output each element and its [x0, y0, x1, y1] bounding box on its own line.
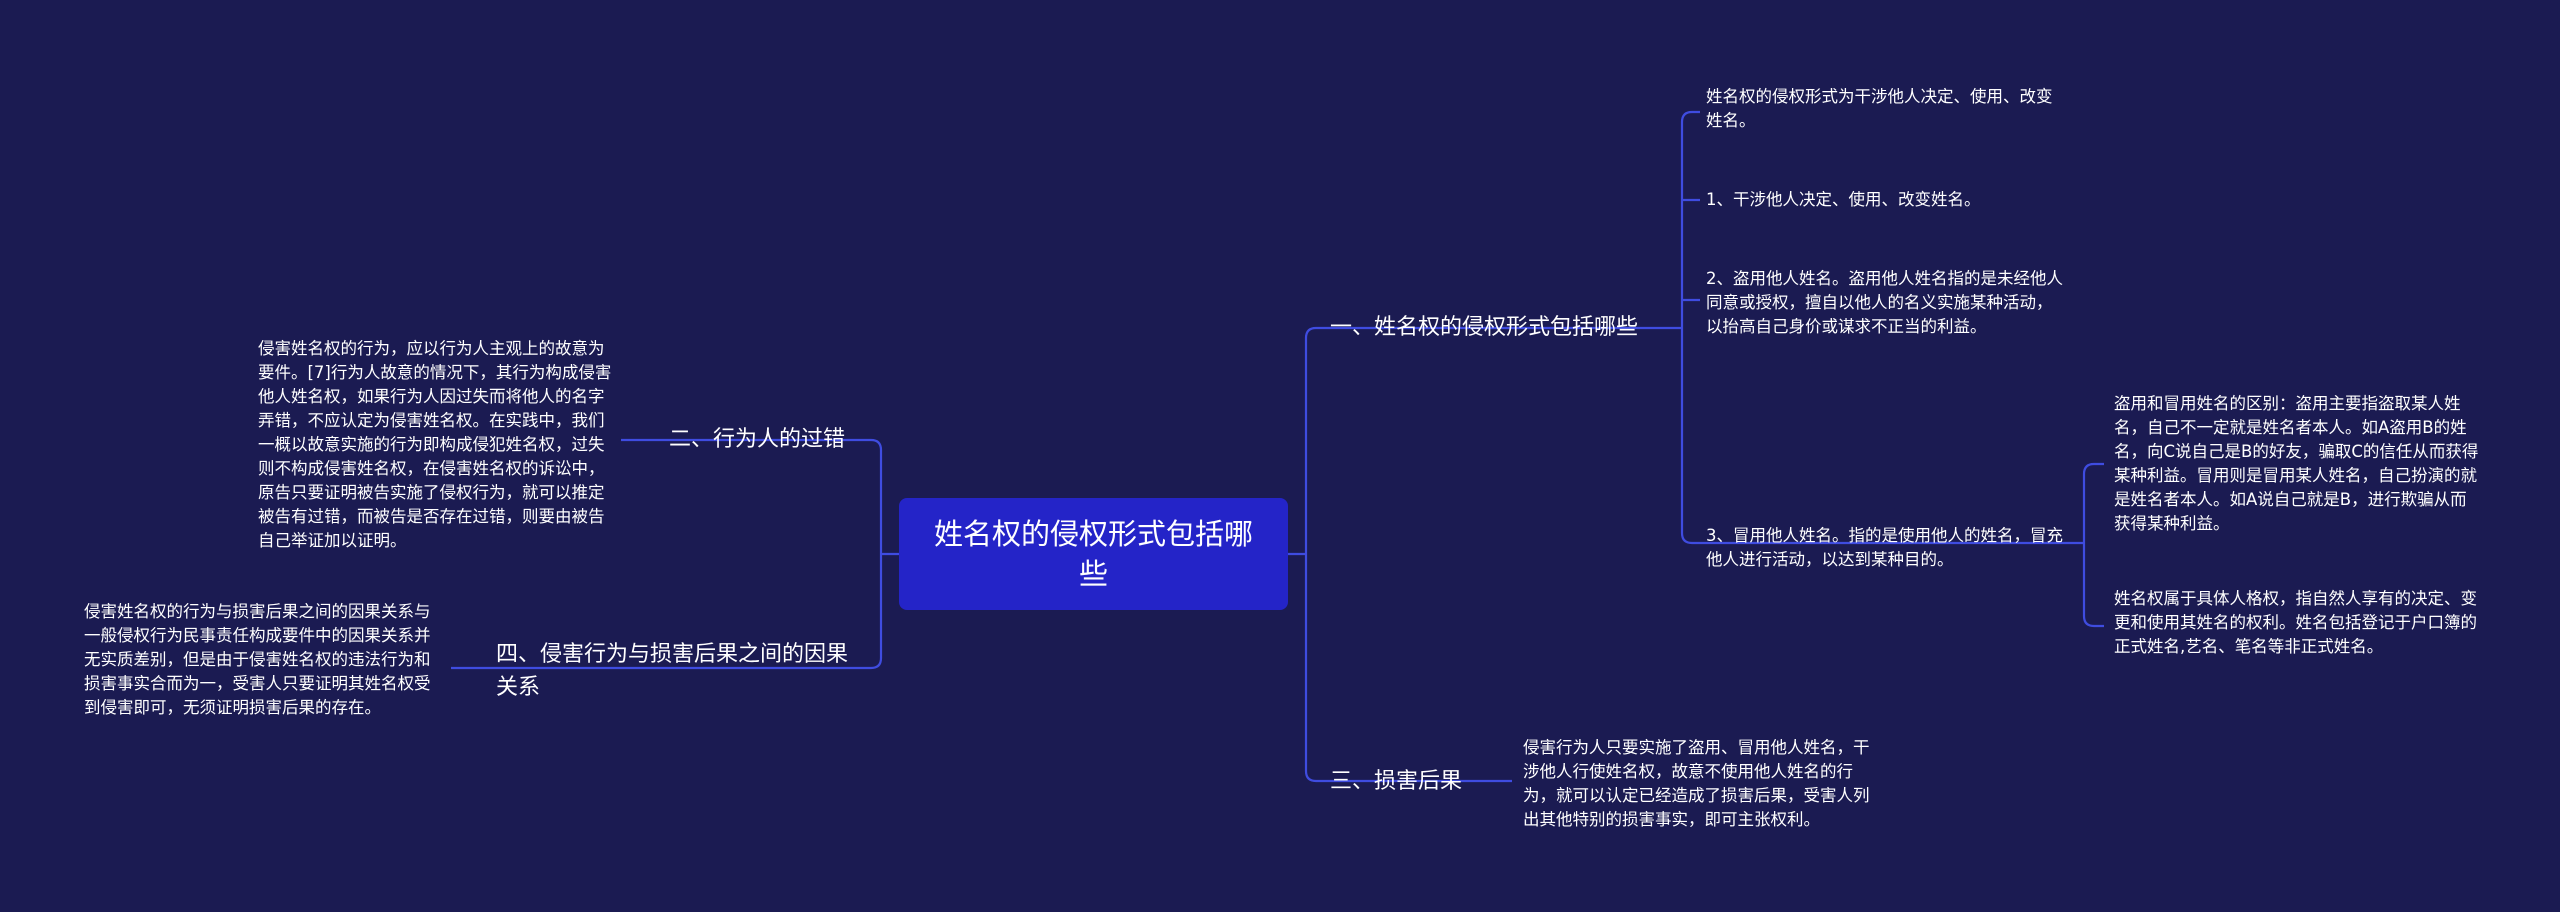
leaf-b1-intro-text: 姓名权的侵权形式为干涉他人决定、使用、改变姓名。	[1706, 87, 2053, 130]
root-node[interactable]: 姓名权的侵权形式包括哪些	[899, 498, 1288, 610]
branch-node-3[interactable]: 三、损害后果	[1330, 765, 1462, 798]
leaf-b1-item2-text: 2、盗用他人姓名。盗用他人姓名指的是未经他人同意或授权，擅自以他人的名义实施某种…	[1706, 269, 2063, 336]
leaf-item3-diff[interactable]: 盗用和冒用姓名的区别：盗用主要指盗取某人姓名，自己不一定就是姓名者本人。如A盗用…	[2114, 392, 2480, 536]
leaf-b1-item1-text: 1、干涉他人决定、使用、改变姓名。	[1706, 190, 1981, 209]
leaf-b4-child-text: 侵害姓名权的行为与损害后果之间的因果关系与一般侵权行为民事责任构成要件中的因果关…	[84, 602, 431, 717]
branch-4-title: 四、侵害行为与损害后果之间的因果关系	[496, 642, 849, 700]
leaf-b4-child[interactable]: 侵害姓名权的行为与损害后果之间的因果关系与一般侵权行为民事责任构成要件中的因果关…	[84, 600, 446, 720]
connector-item3-children	[1700, 462, 2104, 628]
connector-b1-children	[1326, 110, 1700, 545]
leaf-item3-scope[interactable]: 姓名权属于具体人格权，指自然人享有的决定、变更和使用其姓名的权利。姓名包括登记于…	[2114, 587, 2480, 659]
leaf-b3-child[interactable]: 侵害行为人只要实施了盗用、冒用他人姓名，干涉他人行使姓名权，故意不使用他人姓名的…	[1523, 736, 1885, 832]
branch-node-1[interactable]: 一、姓名权的侵权形式包括哪些	[1330, 311, 1638, 344]
leaf-item3-scope-text: 姓名权属于具体人格权，指自然人享有的决定、变更和使用其姓名的权利。姓名包括登记于…	[2114, 589, 2477, 656]
leaf-b1-intro[interactable]: 姓名权的侵权形式为干涉他人决定、使用、改变姓名。	[1706, 85, 2068, 133]
leaf-item3-diff-text: 盗用和冒用姓名的区别：盗用主要指盗取某人姓名，自己不一定就是姓名者本人。如A盗用…	[2114, 394, 2479, 533]
branch-node-2[interactable]: 二、行为人的过错	[669, 423, 845, 456]
branch-2-title: 二、行为人的过错	[669, 427, 846, 452]
leaf-b2-child-text: 侵害姓名权的行为，应以行为人主观上的故意为要件。[7]行为人故意的情况下，其行为…	[258, 339, 612, 550]
root-title: 姓名权的侵权形式包括哪些	[933, 517, 1253, 591]
connector-root-left	[860, 438, 899, 670]
leaf-b1-item1[interactable]: 1、干涉他人决定、使用、改变姓名。	[1706, 188, 2068, 212]
branch-1-title: 一、姓名权的侵权形式包括哪些	[1330, 315, 1639, 340]
leaf-b1-item3-text: 3、冒用他人姓名。指的是使用他人的姓名，冒充他人进行活动，以达到某种目的。	[1706, 526, 2063, 569]
leaf-b1-item2[interactable]: 2、盗用他人姓名。盗用他人姓名指的是未经他人同意或授权，擅自以他人的名义实施某种…	[1706, 267, 2068, 339]
connector-root-right	[1288, 326, 1326, 783]
leaf-b3-child-text: 侵害行为人只要实施了盗用、冒用他人姓名，干涉他人行使姓名权，故意不使用他人姓名的…	[1523, 738, 1870, 829]
leaf-b2-child[interactable]: 侵害姓名权的行为，应以行为人主观上的故意为要件。[7]行为人故意的情况下，其行为…	[258, 337, 620, 553]
branch-3-title: 三、损害后果	[1330, 769, 1463, 794]
branch-node-4[interactable]: 四、侵害行为与损害后果之间的因果关系	[496, 638, 856, 704]
leaf-b1-item3[interactable]: 3、冒用他人姓名。指的是使用他人的姓名，冒充他人进行活动，以达到某种目的。	[1706, 524, 2068, 572]
